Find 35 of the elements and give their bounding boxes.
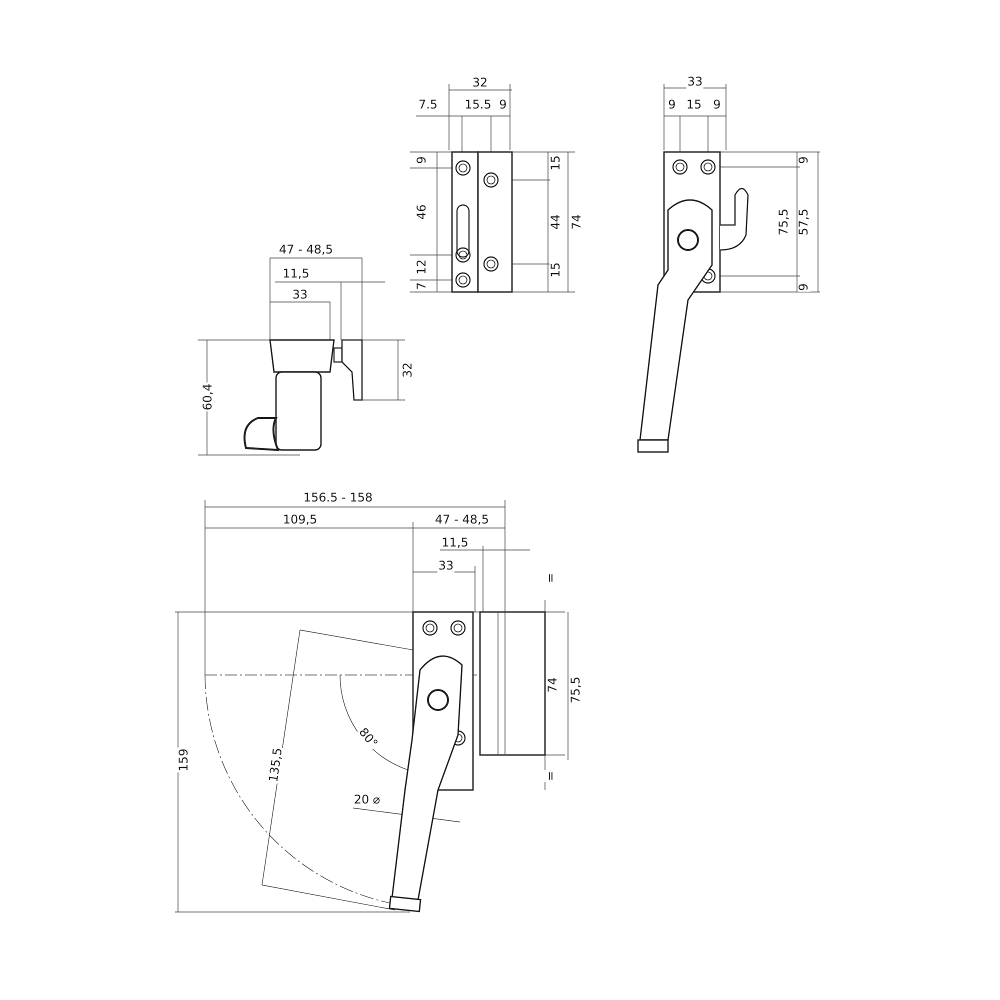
- dimension-label: 46: [416, 203, 428, 221]
- dimension-label: 12: [416, 258, 428, 276]
- dimension-label: 109,5: [282, 514, 318, 526]
- dimension-label: 11,5: [282, 268, 310, 280]
- dimension-label: 20 ⌀: [352, 794, 382, 806]
- dimension-label: 15: [550, 261, 562, 279]
- dimension-label: 33: [686, 76, 704, 88]
- dimension-label: 33: [437, 560, 455, 572]
- dimension-label: 47 - 48,5: [278, 244, 334, 256]
- dimension-label: 9: [498, 98, 508, 112]
- dimension-label: 57,5: [798, 208, 810, 236]
- dimension-label: 7.5: [417, 98, 439, 112]
- dimension-label: 44: [550, 213, 562, 231]
- dimension-label: 156.5 - 158: [302, 492, 374, 504]
- dimension-label: 7: [416, 281, 428, 291]
- dimension-label: 33: [291, 288, 309, 302]
- dimension-label: 75,5: [778, 208, 790, 236]
- dimension-label: 15: [685, 98, 703, 112]
- dimension-label: 9: [798, 155, 810, 165]
- dimension-label: 15: [550, 154, 562, 172]
- dimension-label: 159: [178, 748, 190, 772]
- dimension-label: 15.5: [464, 98, 492, 112]
- dimension-label: 9: [798, 282, 810, 292]
- dimension-label: 32: [471, 76, 489, 90]
- dimension-label: 74: [570, 213, 584, 231]
- dimension-label: 47 - 48,5: [434, 514, 490, 526]
- dimension-label: 9: [712, 98, 722, 112]
- dimension-label: 74: [546, 676, 560, 694]
- dimension-label: 60,4: [202, 382, 214, 412]
- dimension-label: 32: [402, 361, 414, 379]
- dimension-label: 9: [416, 155, 428, 165]
- dimension-label: 9: [667, 98, 677, 112]
- dimension-label: 75,5: [570, 676, 582, 704]
- dimension-label: 135,5: [267, 746, 285, 784]
- dimension-label: 11,5: [440, 536, 470, 550]
